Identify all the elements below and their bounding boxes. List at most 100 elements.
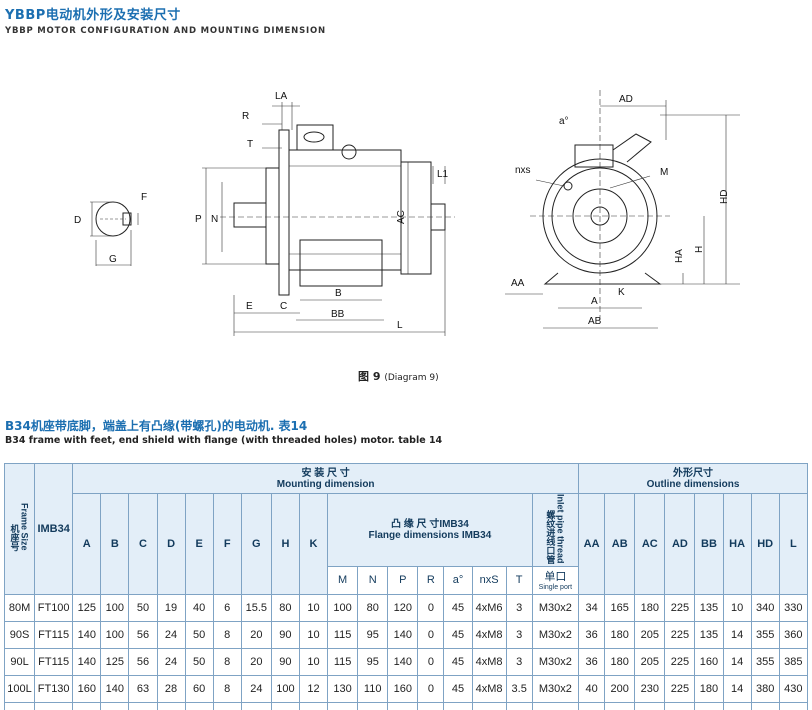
- table-cell: 140: [387, 647, 419, 676]
- col-AC: AC: [634, 493, 666, 595]
- label-K: K: [618, 287, 625, 298]
- table-cell: 165: [604, 593, 636, 622]
- table-cell: 140: [72, 647, 102, 676]
- col-C: C: [128, 493, 158, 595]
- col-N: N: [357, 565, 389, 595]
- table-cell: 140: [387, 620, 419, 649]
- label-T: T: [247, 139, 253, 150]
- label-N: N: [211, 214, 218, 225]
- table-cell: 3: [505, 620, 533, 649]
- shaft-end-view: D F G: [74, 192, 147, 266]
- table-cell: 112M: [3, 701, 36, 710]
- table-cell: 430: [778, 674, 809, 703]
- table-cell: 100: [327, 593, 359, 622]
- table-cell: 60: [184, 701, 214, 710]
- table-cell: M30x2: [531, 620, 580, 649]
- label-a: a°: [559, 116, 569, 127]
- table-cell: 380: [750, 674, 780, 703]
- motor-side-view: LA R T P N AC L1 B BB E C L: [195, 91, 455, 336]
- table-cell: 28: [156, 674, 186, 703]
- table-cell: 4xM6: [471, 593, 507, 622]
- label-D: D: [74, 215, 81, 226]
- label-F: F: [141, 192, 147, 203]
- table-cell: 40: [578, 674, 606, 703]
- frame-size-header: 机座号Frame Size: [3, 463, 36, 595]
- table-cell: 230: [634, 674, 666, 703]
- table-cell: 34: [578, 593, 606, 622]
- col-single-port: 单口 Single port: [531, 565, 580, 595]
- table-cell: 45: [443, 674, 473, 703]
- table-cell: 8: [212, 620, 242, 649]
- table-cell: 125: [72, 593, 102, 622]
- table-cell: 160: [387, 674, 419, 703]
- table-cell: 90: [270, 620, 300, 649]
- table-cell: 225: [664, 647, 696, 676]
- motor-end-view: AD a° nxs M HD H HA AA A K AB: [505, 90, 740, 329]
- table-cell: 0: [417, 674, 445, 703]
- table-cell: 140: [100, 674, 130, 703]
- label-A: A: [591, 296, 598, 307]
- table-cell: 135: [694, 593, 724, 622]
- col-B: B: [100, 493, 130, 595]
- table-cell: FT115: [34, 620, 74, 649]
- table-cell: 112: [270, 701, 300, 710]
- col-AA: AA: [578, 493, 606, 595]
- table-cell: 3.5: [505, 674, 533, 703]
- table-cell: FT100: [34, 593, 74, 622]
- table-cell: 115: [327, 647, 359, 676]
- table-cell: 4xM8: [471, 620, 507, 649]
- label-L: L: [397, 320, 403, 331]
- inlet-en: Inlet pipe thread: [555, 494, 566, 564]
- table-cell: 40: [184, 593, 214, 622]
- table-cell: 63: [128, 674, 158, 703]
- table-cell: 225: [664, 593, 696, 622]
- table-cell: 50: [128, 593, 158, 622]
- col-E: E: [184, 493, 214, 595]
- inlet-cn: 螺纹进线口管: [545, 509, 556, 564]
- table-cell: 90: [270, 647, 300, 676]
- table-cell: 120: [387, 593, 419, 622]
- table-cell: 225: [664, 701, 696, 710]
- label-M: M: [660, 167, 668, 178]
- label-AC: AC: [396, 210, 407, 224]
- table-cell: 8: [212, 647, 242, 676]
- label-AD: AD: [619, 94, 633, 105]
- table-cell: 355: [750, 620, 780, 649]
- table-cell: 50: [184, 647, 214, 676]
- label-P: P: [195, 214, 202, 225]
- imb34-header: IMB34: [34, 463, 74, 595]
- outline-cn: 外形尺寸: [673, 467, 714, 479]
- table-cell: 355: [750, 647, 780, 676]
- table-cell: 160: [694, 647, 724, 676]
- table-cell: 130: [327, 674, 359, 703]
- table-cell: 6: [212, 593, 242, 622]
- table-cell: 205: [634, 647, 666, 676]
- motor-drawing: D F G L A: [74, 90, 740, 336]
- table-cell: 95: [357, 647, 389, 676]
- table-cell: 115: [327, 620, 359, 649]
- table-cell: 60: [184, 674, 214, 703]
- table-cell: 180: [634, 593, 666, 622]
- col-A: A: [72, 493, 102, 595]
- col-BB: BB: [694, 493, 724, 595]
- table-cell: 205: [634, 620, 666, 649]
- flange-header: 凸 缘 尺 寸IMB34 Flange dimensions IMB34: [327, 493, 533, 567]
- table-cell: 140: [72, 620, 102, 649]
- col-G: G: [240, 493, 272, 595]
- label-HD: HD: [719, 190, 730, 204]
- mounting-header: 安 装 尺 寸 Mounting dimension: [72, 463, 580, 494]
- table-cell: 90S: [3, 620, 36, 649]
- table-cell: 45: [443, 593, 473, 622]
- table-cell: 4xM8: [471, 674, 507, 703]
- label-G: G: [109, 254, 117, 265]
- table-cell: 14: [722, 620, 752, 649]
- label-BB: BB: [331, 309, 345, 320]
- section-title-en: B34 frame with feet, end shield with fla…: [5, 435, 443, 446]
- flange-en: Flange dimensions IMB34: [368, 529, 492, 541]
- inlet-header: 螺纹进线口管Inlet pipe thread: [531, 493, 580, 567]
- col-M: M: [327, 565, 359, 595]
- table-cell: FT130: [34, 701, 74, 710]
- label-AB: AB: [588, 316, 602, 327]
